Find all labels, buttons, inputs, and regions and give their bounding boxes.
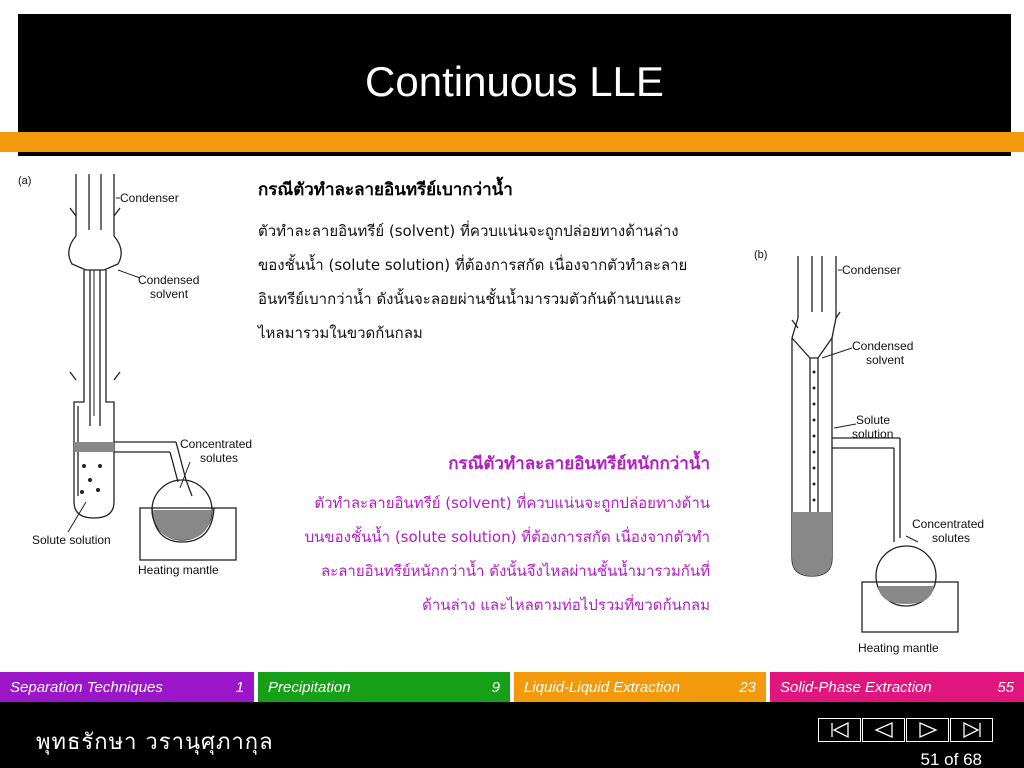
section-tabs: Separation Techniques 1 Precipitation 9 … bbox=[0, 672, 1024, 702]
previous-icon bbox=[873, 722, 893, 738]
diagram-b-figure: (b) bbox=[754, 249, 984, 655]
diagram-a: (a) bbox=[14, 166, 258, 586]
diagram-a-label: (a) bbox=[18, 175, 31, 187]
previous-slide-button[interactable] bbox=[862, 718, 905, 742]
first-icon bbox=[830, 721, 849, 739]
diagram-a-solute-label: Solute solution bbox=[32, 533, 111, 547]
diagram-a-condensed-label-2: solvent bbox=[150, 287, 189, 301]
diagram-b: (b) bbox=[752, 242, 1018, 662]
tab-page: 1 bbox=[235, 678, 244, 696]
diagram-a-heating-label: Heating mantle bbox=[138, 563, 219, 577]
diagram-b-solute-label-2: solution bbox=[852, 427, 893, 441]
tab-page: 55 bbox=[997, 678, 1014, 696]
diagram-b-condenser-label: Condenser bbox=[842, 263, 901, 277]
diagram-b-condensed-label-2: solvent bbox=[866, 353, 905, 367]
tab-liquid-liquid-extraction[interactable]: Liquid-Liquid Extraction 23 bbox=[514, 672, 770, 702]
tab-page: 23 bbox=[739, 678, 756, 696]
tab-separation-techniques[interactable]: Separation Techniques 1 bbox=[0, 672, 258, 702]
title-bar: Continuous LLE bbox=[18, 14, 1011, 132]
last-slide-button[interactable] bbox=[950, 718, 993, 742]
tab-label: Separation Techniques bbox=[10, 678, 163, 696]
tab-label: Solid-Phase Extraction bbox=[780, 678, 932, 696]
accent-band bbox=[0, 132, 1024, 152]
heavy-solvent-body: ตัวทำละลายอินทรีย์ (solvent) ที่ควบแน่นจ… bbox=[304, 494, 710, 614]
author-name: พุทธรักษา วรานุศุภากุล bbox=[36, 730, 274, 755]
last-icon bbox=[962, 721, 981, 739]
tab-label: Liquid-Liquid Extraction bbox=[524, 678, 680, 696]
diagram-b-condensed-label-1: Condensed bbox=[852, 339, 913, 353]
diagram-a-condenser-label: Condenser bbox=[120, 191, 179, 205]
tab-solid-phase-extraction[interactable]: Solid-Phase Extraction 55 bbox=[770, 672, 1024, 702]
next-icon bbox=[918, 722, 938, 738]
diagram-a-concentrated-label-1: Concentrated bbox=[180, 437, 252, 451]
heavy-solvent-heading: กรณีตัวทำละลายอินทรีย์หนักกว่าน้ำ bbox=[448, 454, 710, 474]
tab-precipitation[interactable]: Precipitation 9 bbox=[258, 672, 514, 702]
slide-title: Continuous LLE bbox=[365, 58, 664, 105]
slide-navigation bbox=[818, 718, 994, 742]
diagram-b-solute-label-1: Solute bbox=[856, 413, 890, 427]
diagram-a-condensed-label-1: Condensed bbox=[138, 273, 199, 287]
footer: พุทธรักษา วรานุศุภากุล 51 of 68 bbox=[0, 702, 1024, 768]
next-slide-button[interactable] bbox=[906, 718, 949, 742]
tab-page: 9 bbox=[491, 678, 500, 696]
accent-band-divider bbox=[18, 152, 1011, 156]
diagram-b-heating-label: Heating mantle bbox=[858, 641, 939, 655]
diagram-b-concentrated-label-2: solutes bbox=[932, 531, 970, 545]
light-solvent-body: ตัวทำละลายอินทรีย์ (solvent) ที่ควบแน่นจ… bbox=[258, 222, 688, 342]
diagram-a-concentrated-label-2: solutes bbox=[200, 451, 238, 465]
diagram-b-label: (b) bbox=[754, 249, 767, 261]
page-counter: 51 of 68 bbox=[920, 750, 982, 768]
tab-label: Precipitation bbox=[268, 678, 351, 696]
diagram-b-concentrated-label-1: Concentrated bbox=[912, 517, 984, 531]
diagram-a-figure: (a) bbox=[18, 174, 252, 577]
light-solvent-heading: กรณีตัวทำละลายอินทรีย์เบากว่าน้ำ bbox=[258, 180, 513, 200]
first-slide-button[interactable] bbox=[818, 718, 861, 742]
